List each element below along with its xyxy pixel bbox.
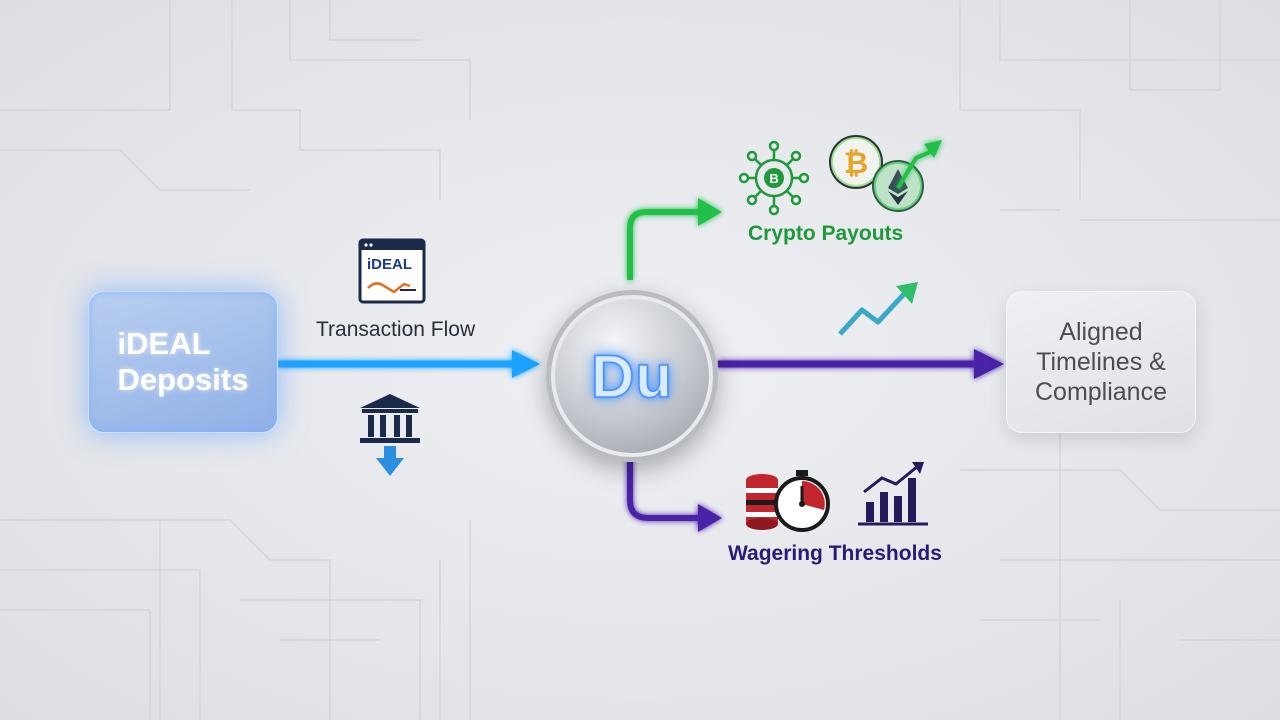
blockchain-network-icon: B bbox=[738, 140, 810, 216]
crypto-growth-arrow-icon bbox=[896, 140, 942, 190]
aligned-line3: Compliance bbox=[1034, 378, 1167, 406]
wagering-branch-arrow bbox=[627, 458, 722, 532]
aligned-timelines-box: Aligned Timelines & Compliance bbox=[1006, 291, 1196, 433]
growth-trend-icon bbox=[838, 282, 918, 336]
transaction-flow-arrow bbox=[278, 350, 540, 378]
casino-chips-timer-icon bbox=[746, 470, 830, 532]
crypto-branch-arrow bbox=[627, 198, 722, 280]
svg-text:₿: ₿ bbox=[844, 146, 868, 181]
aligned-line2: Timelines & bbox=[1036, 348, 1166, 376]
du-hub-node: Du bbox=[546, 290, 718, 462]
ideal-deposits-box: iDEAL Deposits bbox=[88, 291, 278, 433]
bitcoin-coin-icon: ₿ bbox=[829, 135, 883, 189]
ideal-document-icon: iDEAL bbox=[358, 238, 426, 304]
ideal-deposits-line2: Deposits bbox=[117, 362, 249, 397]
compliance-output-arrow bbox=[718, 349, 1004, 379]
crypto-payouts-label: Crypto Payouts bbox=[748, 222, 904, 245]
aligned-line1: Aligned bbox=[1059, 318, 1143, 346]
wagering-thresholds-label: Wagering Thresholds bbox=[728, 542, 942, 565]
transaction-flow-label: Transaction Flow bbox=[316, 318, 476, 341]
wagering-bar-chart-icon bbox=[858, 462, 928, 526]
du-hub-logo-text: Du bbox=[590, 342, 673, 411]
ideal-deposits-line1: iDEAL bbox=[117, 326, 211, 361]
bank-deposit-icon bbox=[360, 394, 420, 476]
blockchain-coin-symbol: B bbox=[769, 171, 778, 186]
ideal-document-text: iDEAL bbox=[367, 256, 412, 273]
